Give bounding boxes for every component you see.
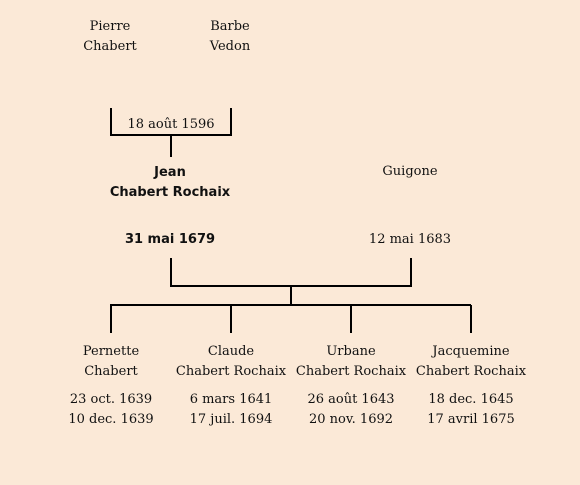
child-birth-date: 6 mars 1641: [189, 392, 273, 407]
child-death-date: 10 dec. 1639: [68, 412, 154, 427]
child-node: Urbane Chabert Rochaix 26 août 1643 20 n…: [286, 342, 416, 430]
grandmother-last-name: Vedon: [209, 39, 251, 54]
child-node: Jacquemine Chabert Rochaix 18 dec. 1645 …: [406, 342, 536, 430]
parents-bracket: [170, 258, 412, 287]
child-birth-date: 26 août 1643: [307, 392, 395, 407]
child-node: Pernette Chabert 23 oct. 1639 10 dec. 16…: [51, 342, 171, 430]
child-first-name: Urbane: [326, 344, 376, 359]
mother-death-date: 12 mai 1683: [368, 232, 452, 247]
father-death-date: 31 mai 1679: [124, 232, 216, 247]
child-death-date: 20 nov. 1692: [308, 412, 394, 427]
grandfather-node: Pierre Chabert: [60, 17, 160, 57]
mother-name: Guigone: [382, 164, 438, 179]
father-first-name: Jean: [154, 165, 186, 180]
grandmother-node: Barbe Vedon: [180, 17, 280, 57]
child-node: Claude Chabert Rochaix 6 mars 1641 17 ju…: [166, 342, 296, 430]
grandfather-last-name: Chabert: [83, 39, 137, 54]
child-birth-date: 23 oct. 1639: [69, 392, 153, 407]
father-last-name: Chabert Rochaix: [109, 185, 231, 200]
father-node: Jean Chabert Rochaix: [100, 163, 240, 203]
child-last-name: Chabert Rochaix: [175, 364, 287, 379]
child-first-name: Claude: [207, 344, 255, 359]
grandparents-marriage-date: 18 août 1596: [127, 117, 215, 132]
child-birth-date: 18 dec. 1645: [428, 392, 514, 407]
child-death-date: 17 avril 1675: [427, 412, 515, 427]
child-last-name: Chabert: [84, 364, 138, 379]
child-death-date: 17 juil. 1694: [189, 412, 273, 427]
child-first-name: Jacquemine: [432, 344, 510, 359]
grandmother-first-name: Barbe: [210, 19, 250, 34]
child-first-name: Pernette: [82, 344, 140, 359]
grandfather-first-name: Pierre: [89, 19, 131, 34]
child-last-name: Chabert Rochaix: [415, 364, 527, 379]
child-last-name: Chabert Rochaix: [295, 364, 407, 379]
